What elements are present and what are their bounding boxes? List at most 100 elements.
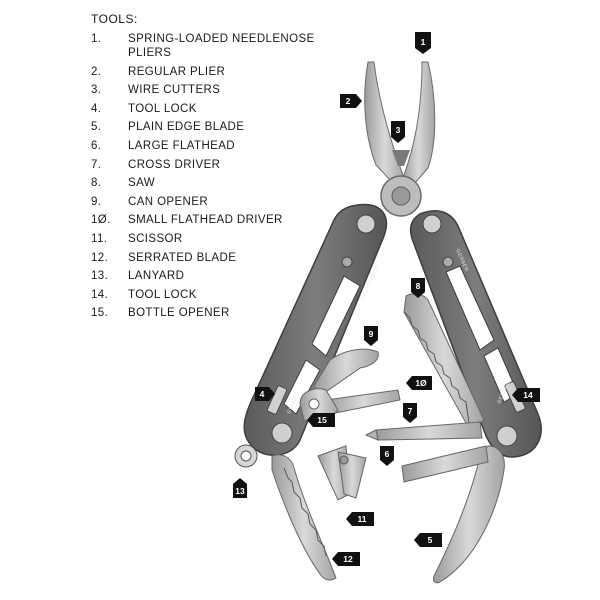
legend-item: 8.SAW	[91, 176, 331, 190]
callout-3-marker	[391, 121, 405, 143]
serrated-edge	[283, 467, 327, 557]
legend-item-number: 13.	[91, 270, 109, 283]
tools-legend: TOOLS: 1.SPRING-LOADED NEEDLENOSE PLIERS…	[91, 12, 331, 325]
saw-teeth	[403, 311, 471, 431]
callout-9: 9	[364, 326, 378, 346]
callout-3-label: 3	[396, 125, 401, 135]
legend-item-name: BOTTLE OPENER	[128, 307, 230, 320]
needlenose-plier-jaws	[364, 61, 436, 217]
legend-item-name: PLAIN EDGE BLADE	[128, 121, 245, 134]
legend-item-name: CROSS DRIVER	[128, 158, 221, 171]
plain-edge-blade	[433, 445, 505, 584]
legend-item: 14. TOOL LOCK	[91, 288, 331, 302]
callout-13-label: 13	[235, 486, 245, 496]
callout-2-label: 2	[346, 96, 351, 106]
callout-10: 1Ø	[406, 376, 432, 390]
callout-8-label: 8	[416, 281, 421, 291]
plier-pivot-center	[391, 186, 411, 206]
lanyard-ring-hole	[240, 450, 252, 462]
wire-cutter-notch	[392, 150, 410, 166]
callout-10-marker	[406, 376, 432, 390]
callout-4: 4	[255, 387, 275, 401]
legend-item: 5. PLAIN EDGE BLADE	[91, 120, 331, 134]
callout-7: 7	[403, 403, 417, 423]
legend-item-name: SPRING-LOADED NEEDLENOSE PLIERS	[128, 33, 315, 59]
legend-item-name: SERRATED BLADE	[128, 251, 237, 264]
right-handle-rivet	[496, 425, 518, 447]
left-handle-rivet	[341, 256, 353, 268]
callout-15-label: 15	[317, 415, 327, 425]
legend-item: 12.SERRATED BLADE	[91, 251, 331, 265]
callout-1: 1	[415, 32, 431, 54]
callout-11: 11	[346, 512, 374, 526]
fanned-tools-right	[364, 421, 489, 483]
callout-9-marker	[364, 326, 378, 346]
legend-item-name: TOOL LOCK	[128, 102, 197, 115]
legend-item-number: 1Ø.	[91, 214, 111, 227]
left-tool-lock-slide	[266, 385, 288, 415]
cross-driver-tip	[364, 429, 379, 441]
legend-item-name: REGULAR PLIER	[128, 65, 226, 78]
legend-item-name: CAN OPENER	[128, 195, 209, 208]
legend-item: 3.WIRE CUTTERS	[91, 83, 331, 97]
legend-item-number: 6.	[91, 139, 102, 152]
right-jaw	[401, 61, 436, 185]
legend-item-name: SAW	[128, 177, 155, 190]
callout-9-label: 9	[369, 329, 374, 339]
scissor	[317, 445, 367, 501]
callout-14-label: 14	[523, 390, 533, 400]
legend-title: TOOLS:	[91, 12, 138, 26]
callout-5-marker	[414, 533, 442, 547]
callout-7-marker	[403, 403, 417, 423]
serrated-blade	[271, 454, 337, 581]
left-handle-rivet	[356, 214, 376, 234]
can-opener	[313, 348, 379, 397]
callout-4-marker	[255, 387, 275, 401]
legend-item-number: 7.	[91, 158, 102, 171]
legend-item: 9.CAN OPENER	[91, 195, 331, 209]
callout-10-label: 1Ø	[415, 378, 427, 388]
callout-15-marker	[307, 413, 335, 427]
callout-11-marker	[346, 512, 374, 526]
legend-item-name: LANYARD	[128, 270, 185, 283]
legend-item-number: 4.	[91, 102, 102, 115]
callout-1-marker	[415, 32, 431, 54]
callout-6-label: 6	[385, 449, 390, 459]
legend-item: 6.LARGE FLATHEAD	[91, 139, 331, 153]
cross-driver	[375, 421, 483, 441]
legend-item: 13. LANYARD	[91, 269, 331, 283]
callout-5-label: 5	[428, 535, 433, 545]
left-handle-rivet	[271, 422, 293, 444]
legend-item-name: TOOL LOCK	[128, 288, 197, 301]
scissor-pivot	[339, 455, 349, 465]
callout-7-label: 7	[408, 406, 413, 416]
legend-item-name: WIRE CUTTERS	[128, 84, 221, 97]
callout-3: 3	[391, 121, 405, 143]
callout-11-label: 11	[358, 514, 367, 524]
callout-6-marker	[380, 446, 394, 466]
callout-15: 15	[307, 413, 335, 427]
legend-item-number: 11.	[91, 232, 108, 245]
callout-6: 6	[380, 446, 394, 466]
legend-item-number: 14.	[91, 288, 109, 301]
bottle-opener-hole	[308, 398, 320, 410]
legend-item: 2.REGULAR PLIER	[91, 65, 331, 79]
serrated-blade-body	[271, 454, 337, 581]
legend-list: 1.SPRING-LOADED NEEDLENOSE PLIERS 2.REGU…	[91, 32, 331, 320]
legend-item-name: SCISSOR	[128, 232, 183, 245]
callout-8-marker	[411, 278, 425, 298]
callout-2-marker	[340, 94, 362, 108]
callout-14: 14	[512, 388, 540, 402]
callout-13: 13	[233, 478, 247, 498]
callout-8: 8	[411, 278, 425, 298]
legend-item: 7. CROSS DRIVER	[91, 158, 331, 172]
legend-item: 4. TOOL LOCK	[91, 102, 331, 116]
left-handle-cutout	[311, 275, 361, 357]
callout-4-label: 4	[260, 389, 265, 399]
callout-14-marker	[512, 388, 540, 402]
legend-item: 1.SPRING-LOADED NEEDLENOSE PLIERS	[91, 32, 331, 60]
callout-12-marker	[332, 552, 360, 566]
legend-item-number: 5.	[91, 121, 102, 134]
callout-13-marker	[233, 478, 247, 498]
